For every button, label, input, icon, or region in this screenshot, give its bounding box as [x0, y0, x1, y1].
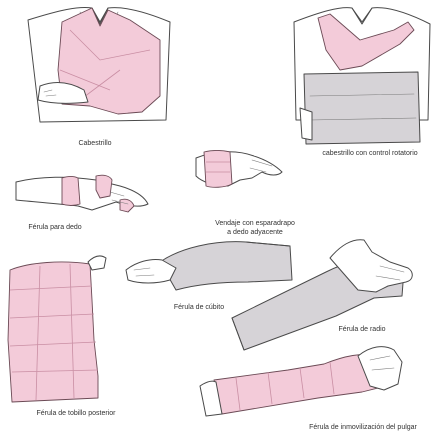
thumb-spica-label: Férula de inmovilización del pulgar [284, 424, 442, 432]
posterior-splint-foot [88, 256, 106, 270]
finger-splint-label: Férula para dedo [10, 224, 100, 232]
posterior-splint-label: Férula de tobillo posterior [6, 410, 146, 418]
finger-splint-illustration [16, 175, 148, 212]
ulnar-splint-label: Férula de cúbito [154, 304, 244, 312]
posterior-splint-wrap [8, 262, 98, 402]
buddy-taping-label-line1: Vendaje con esparadrapo [200, 220, 310, 228]
ulnar-splint-illustration [126, 242, 292, 290]
finger-splint-wrap-finger [96, 175, 112, 198]
ulnar-splint-cast [160, 242, 292, 290]
sling-rotation-band [304, 72, 420, 144]
buddy-taping-illustration [196, 151, 282, 188]
buddy-taping-label-line2: a dedo adyacente [200, 229, 310, 237]
thumb-spica-illustration [200, 347, 402, 416]
radial-splint-label: Férula de radio [322, 326, 402, 334]
buddy-taping-tape [204, 151, 232, 188]
sling-rotation-control-illustration [294, 8, 430, 144]
sling-illustration [28, 8, 170, 123]
sling-rotation-control-label: cabestrillo con control rotatorio [300, 150, 440, 158]
sling-label: Cabestrillo [60, 140, 130, 148]
finger-splint-wrap-wrist [62, 177, 80, 206]
posterior-splint-illustration [8, 256, 106, 402]
